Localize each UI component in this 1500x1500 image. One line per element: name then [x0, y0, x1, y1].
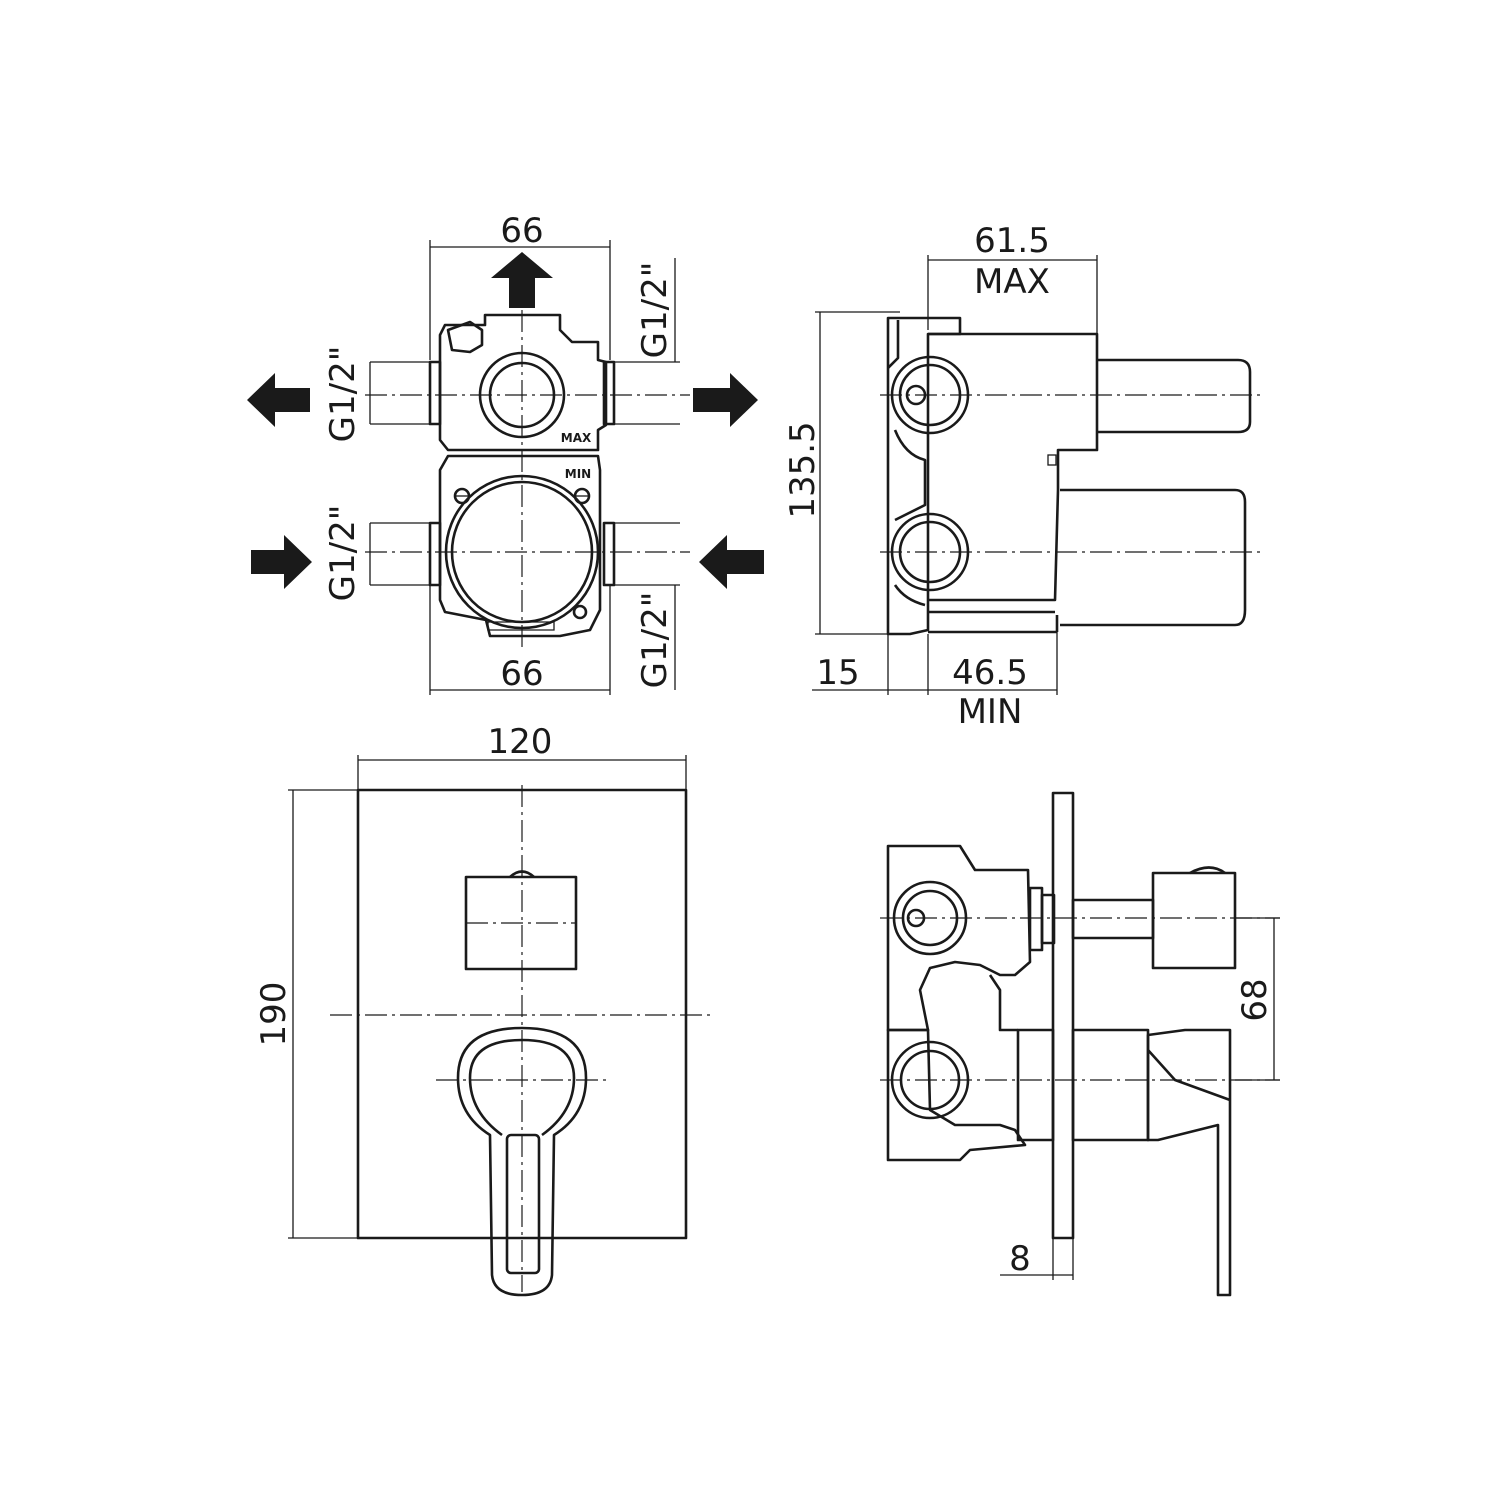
box-side-view: 61.5 MAX 135.5 15 46.5: [783, 221, 1265, 732]
dim-61-5: 61.5: [974, 221, 1050, 261]
plate-front-view: 120 190: [254, 722, 712, 1297]
side-lever-handle: [1146, 1028, 1232, 1297]
box-body-outline: [438, 313, 608, 452]
dim-66-bottom: 66: [500, 654, 543, 694]
arrow-right-inlet-icon: [251, 535, 312, 589]
arrow-right-icon: [693, 373, 758, 427]
dim-15: 15: [816, 653, 859, 693]
thread-label-lower-left: G1/2": [323, 505, 363, 602]
label-max: MAX: [561, 431, 592, 445]
dim-max-label: MAX: [974, 262, 1050, 302]
arrow-up-icon: [491, 252, 553, 308]
box-front-view: 66 MAX M: [247, 211, 764, 695]
dim-min-label: MIN: [958, 692, 1023, 732]
side-cover-plate: [1051, 791, 1075, 1240]
label-min: MIN: [565, 467, 591, 481]
dim-190: 190: [254, 982, 294, 1047]
dim-66-top: 66: [500, 211, 543, 251]
thread-label-upper-left: G1/2": [323, 346, 363, 443]
dim-46-5: 46.5: [952, 653, 1028, 693]
dim-8: 8: [1009, 1239, 1031, 1279]
dim-120: 120: [488, 722, 553, 762]
arrow-left-icon: [247, 373, 310, 427]
arrow-left-inlet-icon: [699, 535, 764, 589]
thread-label-bottom-right: G1/2": [635, 592, 675, 689]
thread-label-top-right: G1/2": [635, 262, 675, 359]
dim-135-5: 135.5: [783, 421, 823, 518]
dim-68: 68: [1235, 978, 1275, 1021]
plate-side-view: 68 8: [880, 791, 1280, 1297]
side-diverter-knob: [1151, 871, 1237, 970]
lever-handle: [456, 1026, 588, 1297]
